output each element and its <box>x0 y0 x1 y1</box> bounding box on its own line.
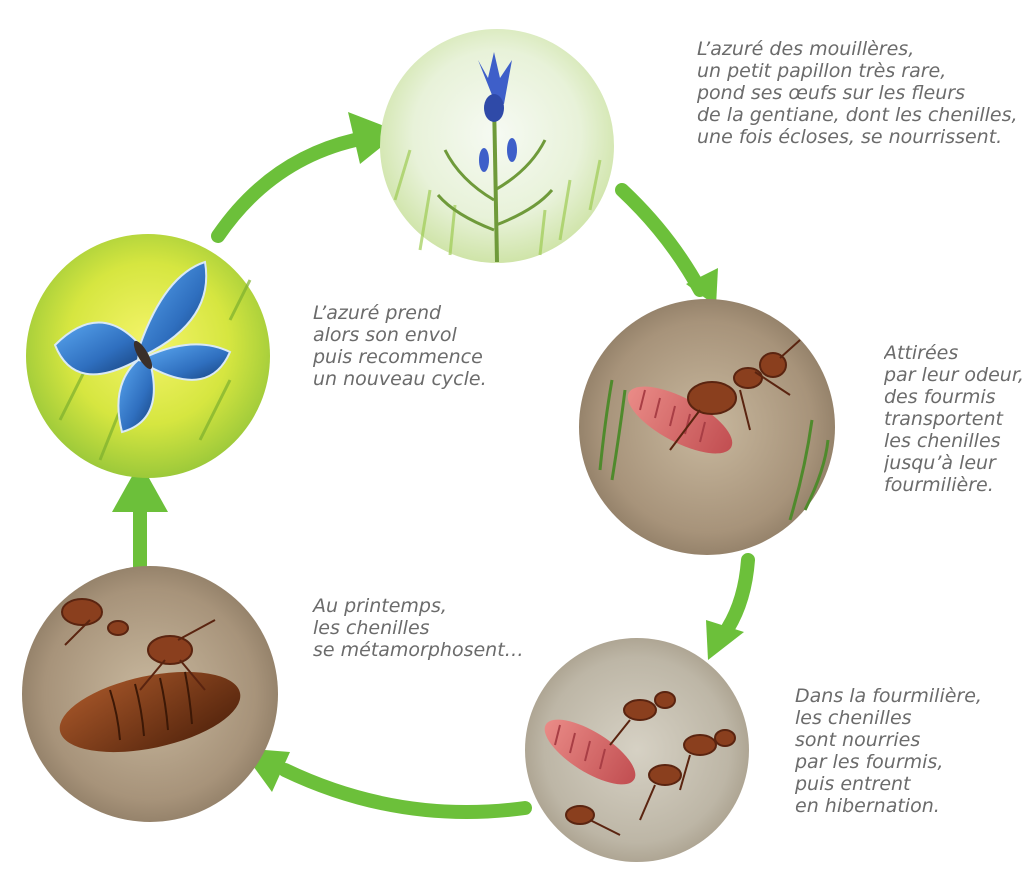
arrow-gentian-to-ants <box>622 190 700 290</box>
arrowhead-to-nest <box>706 620 744 660</box>
gentian-flower-icon <box>380 29 614 263</box>
arrow-ants-to-nest <box>728 560 748 628</box>
caption-flight: L’azuré prend alors son envol puis recom… <box>313 302 533 390</box>
chrysalis-icon <box>22 566 278 822</box>
caption-ants: Attirées par leur odeur, des fourmis tra… <box>884 342 1028 496</box>
caption-nest: Dans la fourmilière, les chenilles sont … <box>795 685 1025 817</box>
arrow-butterfly-to-gentian <box>218 140 355 236</box>
ants-carrying-caterpillar-icon <box>579 299 835 555</box>
caption-gentian: L’azuré des mouillères, un petit papillo… <box>697 38 1027 148</box>
arrow-nest-to-chrysalis <box>285 770 525 812</box>
butterfly-icon <box>26 234 270 478</box>
caption-metamorphosis: Au printemps, les chenilles se métamorph… <box>313 595 563 661</box>
ant-nest-icon <box>525 638 749 862</box>
